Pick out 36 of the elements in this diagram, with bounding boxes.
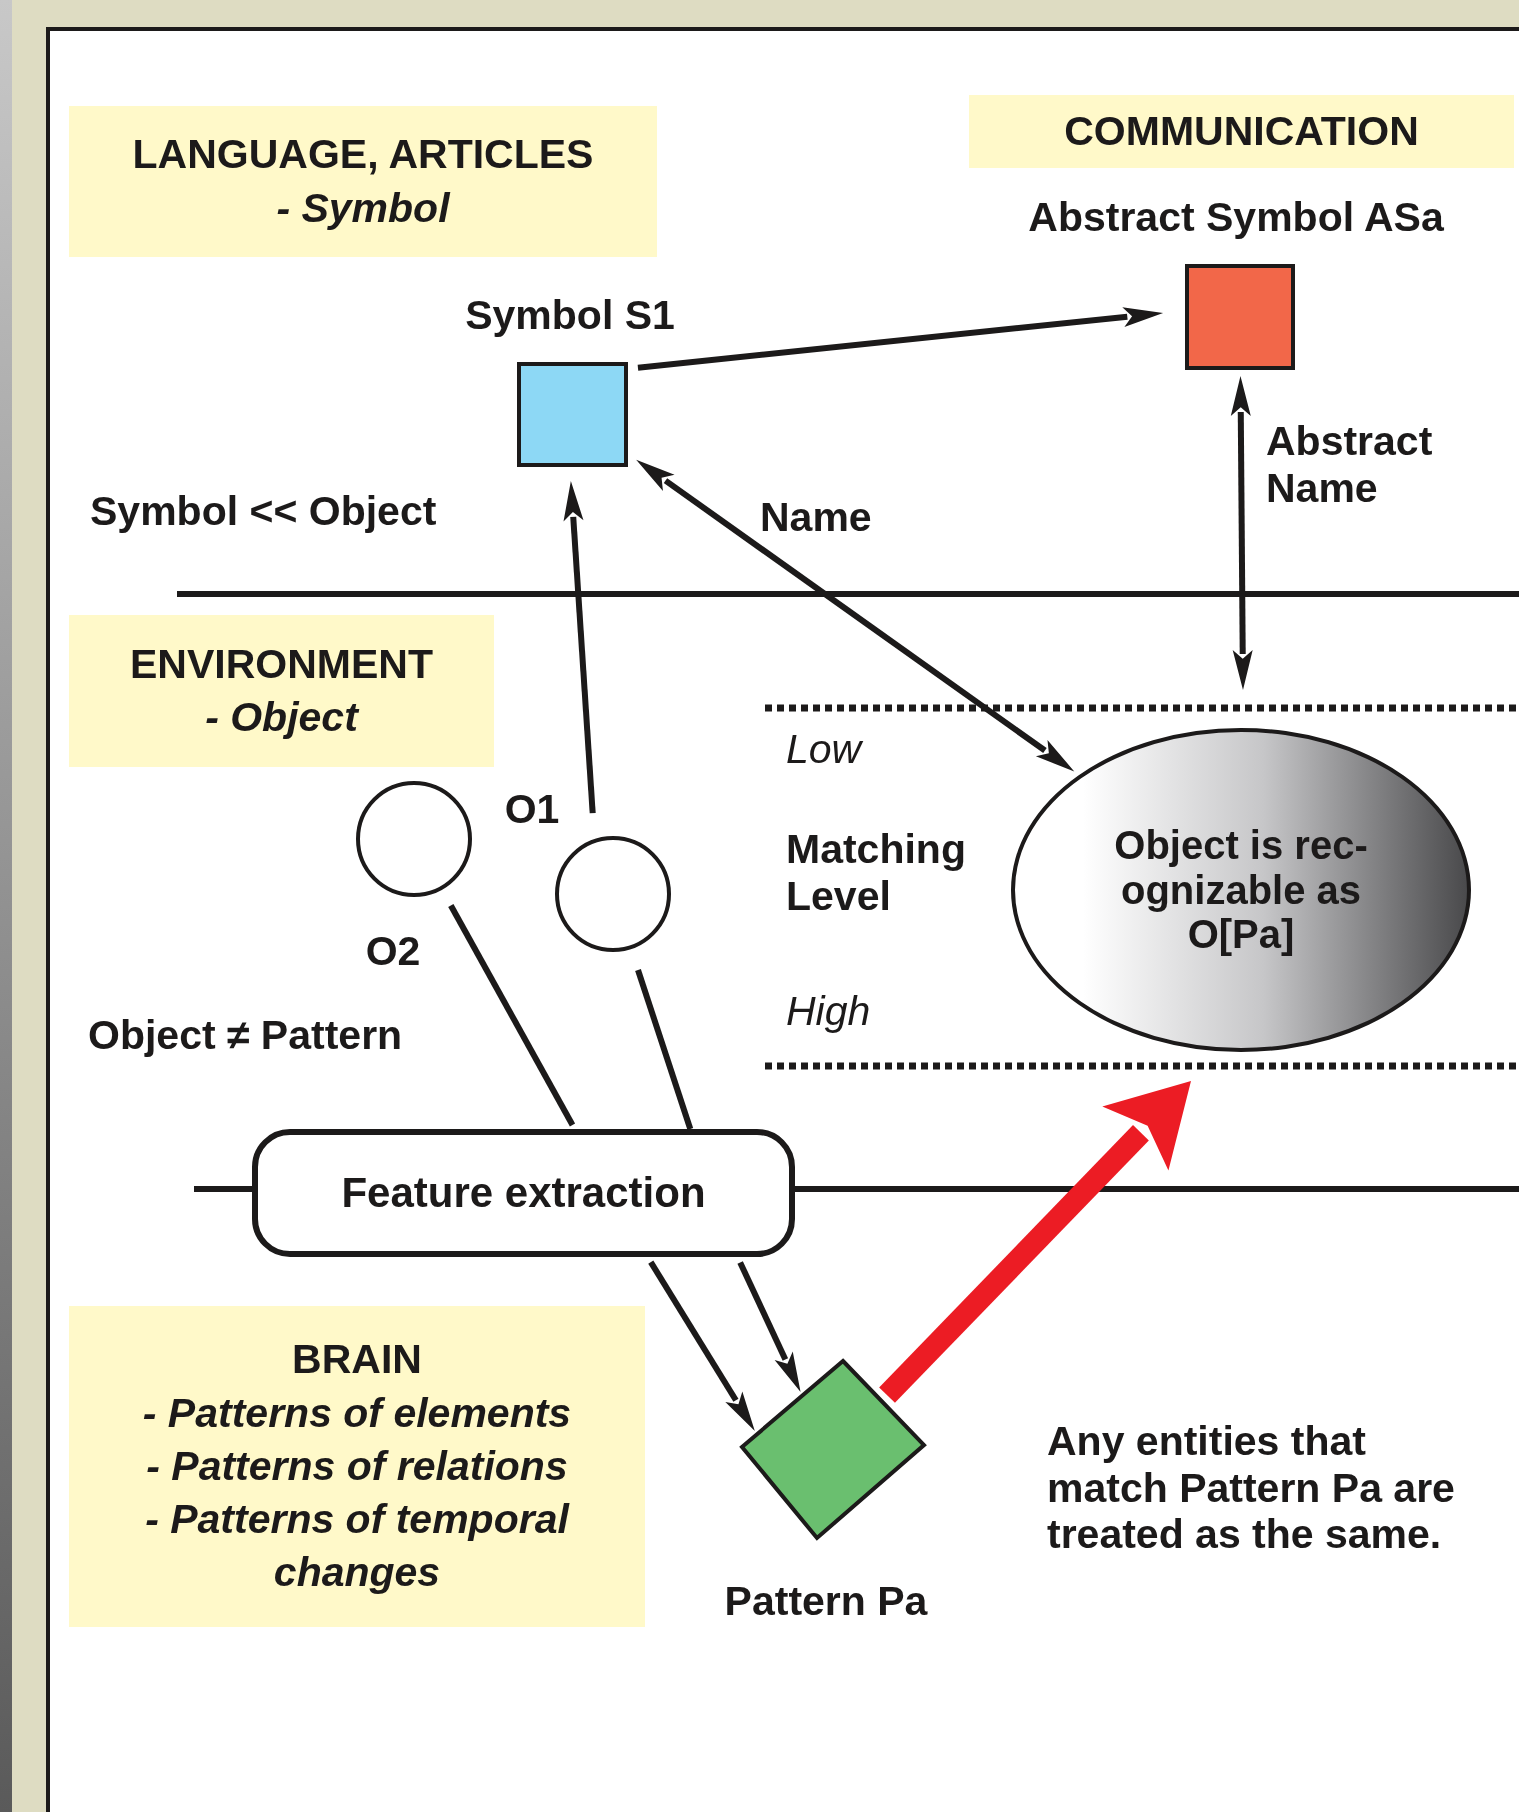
panel-text: - Object [205,693,358,742]
note-text: Matching Level [786,826,967,920]
note-text: Any entities that match Pattern Pa are treated as the same. [1047,1418,1456,1559]
panel-text: - Patterns of elements [142,1388,572,1438]
node-caption: O1 [503,786,561,833]
panel-text: - Patterns of temporal changes [144,1495,571,1598]
level-label: High [786,988,872,1035]
edge-label: Abstract Name [1265,418,1434,512]
arrow [648,1260,755,1431]
panel-heading: ENVIRONMENT [130,639,433,689]
connector-line [448,904,576,1127]
arrow [737,1261,801,1393]
arrow [1230,376,1253,690]
process-label: Feature extraction [341,1169,706,1217]
panel-text: - Symbol [276,183,450,233]
note-text: Symbol << Object [90,488,438,535]
arrow [636,459,1075,772]
panel-heading: BRAIN [292,1335,422,1385]
process-box [252,1129,795,1257]
node-caption: Abstract Symbol ASa [1027,194,1445,241]
panel-heading: LANGUAGE, ARTICLES [132,130,594,180]
arrow [637,307,1164,371]
node-caption: O2 [364,928,422,975]
arrow [563,480,596,814]
node-caption: Pattern Pa [723,1578,929,1625]
note-text: Object ≠ Pattern [88,1012,404,1059]
pattern-diamond [742,1358,926,1542]
connector-line [635,969,694,1130]
ellipse-text: Object is rec- ognizable as O[Pa] [1113,822,1369,958]
panel-heading: COMMUNICATION [1064,106,1419,156]
symbol-square [1185,264,1295,370]
level-label: Low [786,726,864,773]
node-caption: Symbol S1 [464,292,676,339]
symbol-square [517,362,628,467]
panel-text: - Patterns of relations [146,1441,568,1491]
arrow [879,1081,1191,1403]
